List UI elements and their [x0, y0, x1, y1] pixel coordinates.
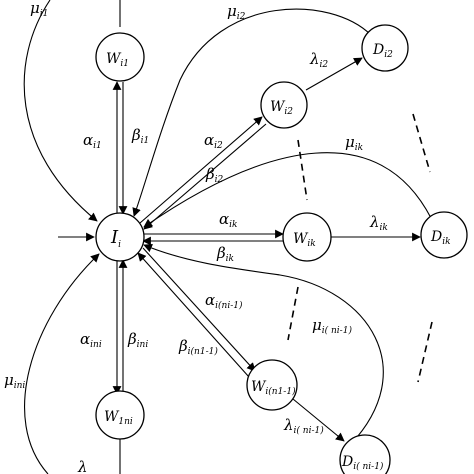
svg-text:Wi(n1-1): Wi(n1-1) [251, 379, 296, 397]
node-w-i1: Wi1 [95, 32, 145, 82]
dash-separator-1 [412, 113, 431, 173]
label-alpha-ini-1: αi(ni-1) [205, 291, 243, 311]
node-d-ik: Dik [420, 211, 468, 259]
label-beta-ini: βini [127, 330, 148, 350]
edge-beta-in1-1 [137, 252, 250, 378]
edge-alpha-i2 [139, 116, 263, 224]
svg-text:Ii: Ii [110, 227, 121, 250]
edge-mu-ini-1 [143, 243, 384, 445]
node-w-1ni: W1ni [95, 390, 145, 440]
edge-mu-ini [24, 253, 100, 474]
label-alpha-i1: αi1 [83, 131, 102, 151]
edge-lambda-i2 [305, 57, 363, 91]
svg-text:Wi2: Wi2 [270, 99, 293, 117]
label-lambda-ini-1: λi( ni-1) [283, 416, 324, 436]
label-lambda-ik: λik [369, 213, 388, 233]
dash-separator-2 [297, 139, 308, 201]
svg-text:Wi1: Wi1 [106, 51, 129, 69]
dash-separator-4 [417, 321, 433, 383]
label-mu-ini-1: μi( ni-1) [312, 316, 352, 336]
label-alpha-i2: αi2 [204, 131, 223, 151]
svg-text:Di2: Di2 [372, 42, 393, 60]
label-mu-i1: μi1 [30, 0, 48, 19]
edge-alpha-ini-1 [142, 247, 256, 372]
label-mu-ik: μik [345, 133, 363, 153]
svg-text:Di( ni-1): Di( ni-1) [341, 454, 384, 472]
edge-mu-ik [143, 152, 432, 228]
label-beta-i1: βi1 [131, 126, 149, 146]
label-beta-i2: βi2 [205, 165, 224, 185]
edge-beta-i2 [143, 123, 267, 230]
label-mu-i2: μi2 [227, 2, 246, 22]
label-mu-ini: μini [4, 371, 25, 391]
svg-text:Dik: Dik [430, 229, 451, 247]
label-beta-in1-1: βi(n1-1) [178, 337, 218, 357]
edge-lambda-ini-1 [292, 398, 345, 442]
label-lambda-i2: λi2 [309, 50, 328, 70]
svg-text:Wik: Wik [293, 231, 316, 249]
edge-mu-i2 [132, 8, 372, 217]
dash-separator-3 [287, 286, 299, 341]
edge-mu-i1 [23, 0, 98, 222]
label-alpha-ini: αini [80, 330, 102, 350]
svg-text:W1ni: W1ni [104, 409, 133, 427]
label-lambda-bottom: λ [77, 458, 88, 474]
node-w-ik: Wik [282, 212, 332, 262]
label-beta-ik: βik [216, 244, 234, 264]
node-d-in1: Di( ni-1) [339, 434, 391, 474]
node-center: Ii [95, 212, 145, 262]
label-alpha-ik: αik [219, 210, 237, 230]
node-w-in1: Wi(n1-1) [246, 359, 298, 411]
node-d-i2: Di2 [361, 24, 409, 72]
node-w-i2: Wi2 [260, 81, 308, 129]
